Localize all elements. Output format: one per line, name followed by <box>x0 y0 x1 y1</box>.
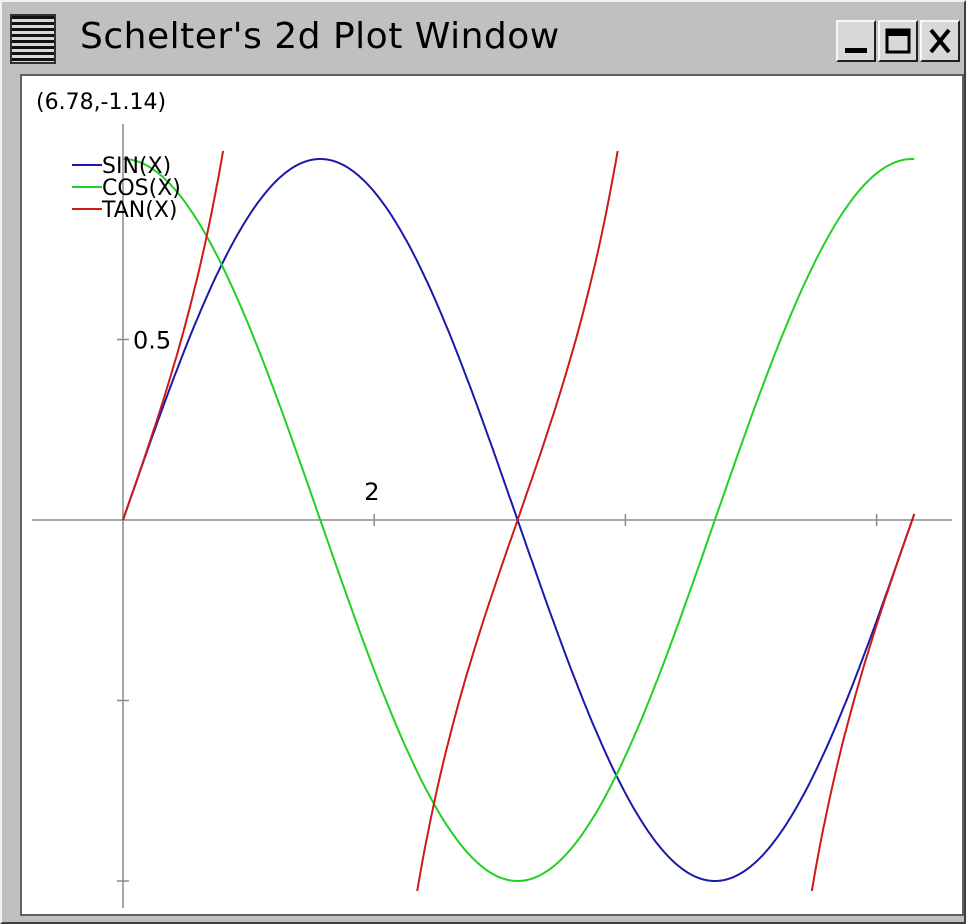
chart-svg: 20.5 SIN(X)COS(X)TAN(X) <box>32 124 952 908</box>
legend: SIN(X)COS(X)TAN(X) <box>72 154 181 223</box>
axes: 20.5 <box>32 124 952 908</box>
close-button[interactable] <box>920 20 960 62</box>
window-menu-icon[interactable] <box>10 14 56 64</box>
series-group <box>122 151 916 891</box>
y-tick-label: 0.5 <box>133 327 171 355</box>
x-tick-label: 2 <box>364 478 379 506</box>
coordinate-readout: (6.78,-1.14) <box>36 90 167 115</box>
close-icon <box>929 28 951 54</box>
window-title: Schelter's 2d Plot Window <box>80 16 560 57</box>
legend-label: SIN(X) <box>102 154 171 179</box>
maximize-icon <box>885 28 911 54</box>
legend-label: TAN(X) <box>101 198 177 223</box>
series-cosx-line <box>123 158 915 882</box>
legend-label: COS(X) <box>102 176 181 201</box>
minimize-icon <box>845 48 867 53</box>
series-sinx-line <box>122 158 916 882</box>
title-bar[interactable]: Schelter's 2d Plot Window <box>6 8 960 68</box>
minimize-button[interactable] <box>836 20 876 62</box>
maximize-button[interactable] <box>878 20 918 62</box>
series-tanx-line <box>122 151 916 891</box>
